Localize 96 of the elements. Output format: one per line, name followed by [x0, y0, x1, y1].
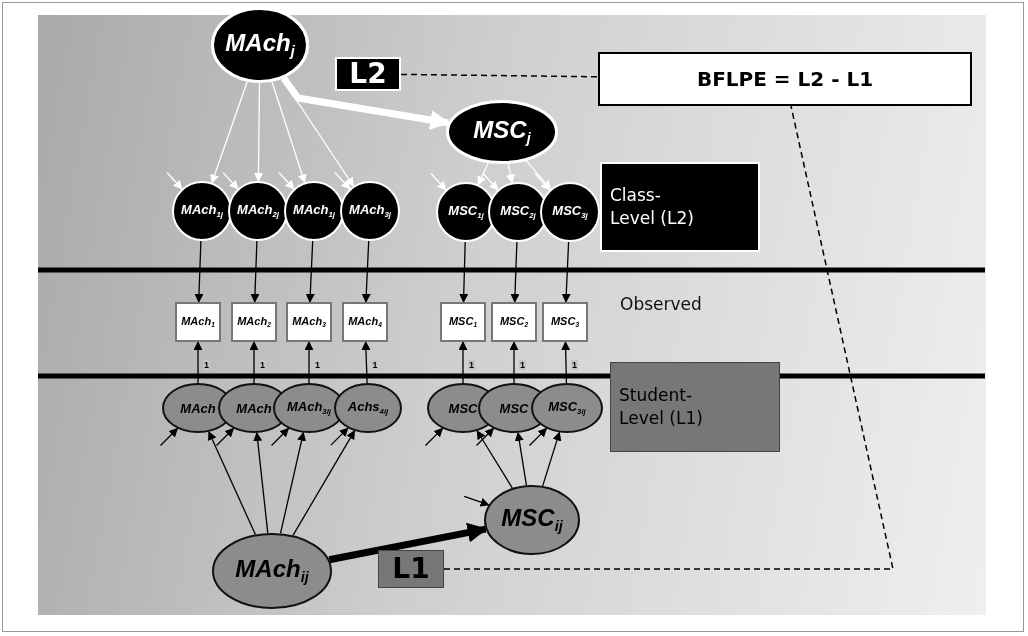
node-label: MAch$_{3ij}$ [286, 400, 332, 416]
level-box [610, 362, 780, 452]
arrow [249, 341, 259, 384]
arrow [279, 431, 306, 535]
node-label: L2 [349, 60, 387, 88]
node-label: MAch [180, 401, 216, 415]
arrow [280, 76, 451, 130]
node-label: L1 [392, 555, 430, 583]
node-label: Student- Level (L1) [619, 384, 704, 430]
arrow [561, 241, 571, 303]
arrow [159, 427, 179, 447]
dashed-connector [400, 73, 599, 78]
node-label: Achs$_{4ij}$ [347, 400, 389, 416]
observed-variable-box [342, 302, 388, 342]
observed-variable-box [542, 302, 588, 342]
node-label: MSC$_{1}$ [448, 315, 478, 329]
arrow [270, 427, 290, 447]
node-label: MSC [448, 401, 478, 415]
observed-variable-box [491, 302, 537, 342]
arrow [509, 341, 519, 384]
edge-label: 1 [259, 359, 266, 370]
observed-variable-box [286, 302, 332, 342]
arrow [482, 172, 499, 191]
edge-label: 1 [519, 359, 526, 370]
arrow [477, 162, 489, 186]
arrow [253, 432, 269, 534]
level-label: Observed [620, 294, 702, 314]
node-label: MSC$_{2}$ [499, 315, 529, 329]
node-label: BFLPE = L2 - L1 [696, 69, 874, 89]
observed-variable-box [231, 302, 277, 342]
arrow [328, 522, 488, 564]
node-label: MAch [236, 401, 272, 415]
arrow [458, 341, 468, 384]
arrow [525, 160, 552, 190]
node-label: MAch$_{1}$ [181, 315, 215, 329]
arrow [210, 81, 248, 184]
arrow [561, 341, 571, 384]
arrow [459, 241, 469, 303]
edge-label: 1 [371, 359, 379, 370]
arrow [361, 240, 371, 303]
arrow [166, 171, 183, 190]
node-label: MAch$_{3j}$ [349, 203, 391, 219]
arrow [304, 341, 314, 384]
arrow [254, 82, 263, 182]
node-label: MSC$_{3ij}$ [548, 400, 586, 416]
label-box [335, 57, 401, 91]
edge-label: 1 [570, 359, 578, 370]
node-label: MAch$_{4}$ [348, 315, 382, 329]
arrow [542, 431, 562, 487]
arrow [208, 431, 257, 536]
arrow [194, 240, 204, 303]
arrow [424, 427, 444, 447]
arrow [330, 427, 349, 446]
arrow [361, 341, 371, 384]
node-label: MSC$_{3}$ [550, 315, 580, 329]
node-label: MAch$_{ij}$ [235, 557, 309, 585]
arrow [534, 172, 551, 191]
arrow [528, 427, 548, 447]
arrow [430, 172, 447, 191]
arrow [514, 431, 528, 486]
label-box [378, 550, 444, 588]
node-label: MSC$_{j}$ [473, 118, 531, 146]
arrow [334, 171, 351, 190]
arrow [476, 430, 513, 489]
arrow [222, 171, 239, 190]
arrow [475, 427, 495, 447]
arrow [292, 430, 356, 537]
node-label: MSC$_{1j}$ [448, 204, 484, 220]
level-box [600, 162, 760, 252]
node-label: MAch$_{1j}$ [293, 203, 335, 219]
arrow [215, 427, 235, 447]
observed-variable-box [440, 302, 486, 342]
arrow [271, 81, 307, 184]
node-label: MAch$_{1j}$ [181, 203, 223, 219]
node-label: Class- Level (L2) [610, 184, 695, 230]
node-label: MSC [499, 401, 529, 415]
node-label: MSC$_{ij}$ [501, 506, 563, 534]
arrow [193, 341, 203, 384]
arrow [305, 240, 315, 303]
arrow [510, 241, 520, 303]
edge-label: 1 [203, 359, 210, 370]
edge-label: 1 [468, 359, 475, 370]
node-label: MSC$_{3j}$ [552, 204, 588, 220]
arrow [250, 240, 260, 303]
node-label: MAch$_{2}$ [237, 315, 271, 329]
node-label: MAch$_{j}$ [225, 31, 295, 59]
arrow [463, 495, 490, 507]
dashed-connector [443, 105, 894, 570]
node-label: MAch$_{2j}$ [237, 203, 279, 219]
observed-variable-box [175, 302, 221, 342]
edge-label: 1 [314, 359, 321, 370]
formula-box [598, 52, 972, 106]
node-label: MSC$_{2j}$ [500, 204, 536, 220]
node-label: MAch$_{3}$ [292, 315, 326, 329]
arrow [278, 171, 295, 190]
arrow [506, 163, 515, 184]
